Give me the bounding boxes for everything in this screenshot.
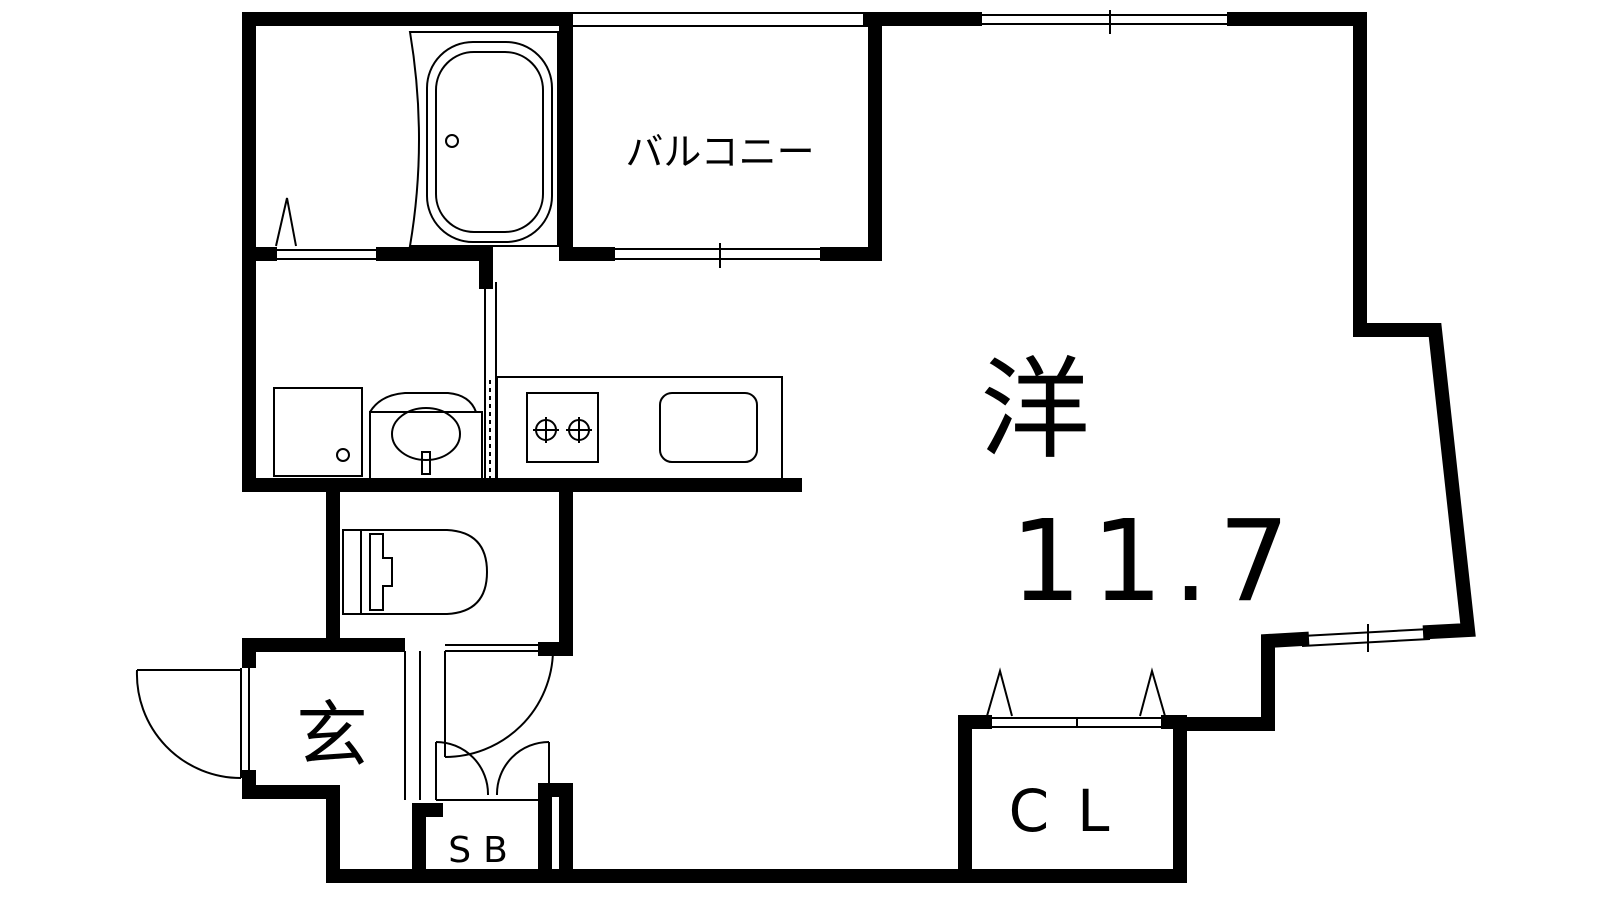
shoe-box-label: SB bbox=[448, 830, 520, 871]
gas-stove-icon bbox=[526, 392, 599, 463]
balcony-label: バルコニー bbox=[625, 130, 814, 174]
bath-door-icon bbox=[275, 197, 297, 247]
toilet-icon bbox=[342, 529, 489, 615]
western-room-size: 11.7 bbox=[1010, 497, 1299, 627]
bathtub-icon bbox=[408, 31, 559, 247]
entrance-label: 玄 bbox=[296, 693, 368, 777]
walls bbox=[242, 12, 1476, 883]
sink-icon bbox=[659, 392, 758, 463]
washing-machine-icon bbox=[273, 387, 363, 477]
kitchen-counter bbox=[496, 376, 783, 481]
closet-label: CL bbox=[1009, 777, 1138, 845]
washbasin-icon bbox=[369, 392, 483, 481]
western-room-label: 洋 bbox=[980, 346, 1090, 474]
window-icon bbox=[270, 10, 1431, 652]
sliding-door-icon bbox=[484, 282, 497, 480]
door-swing-icon bbox=[135, 644, 1168, 801]
